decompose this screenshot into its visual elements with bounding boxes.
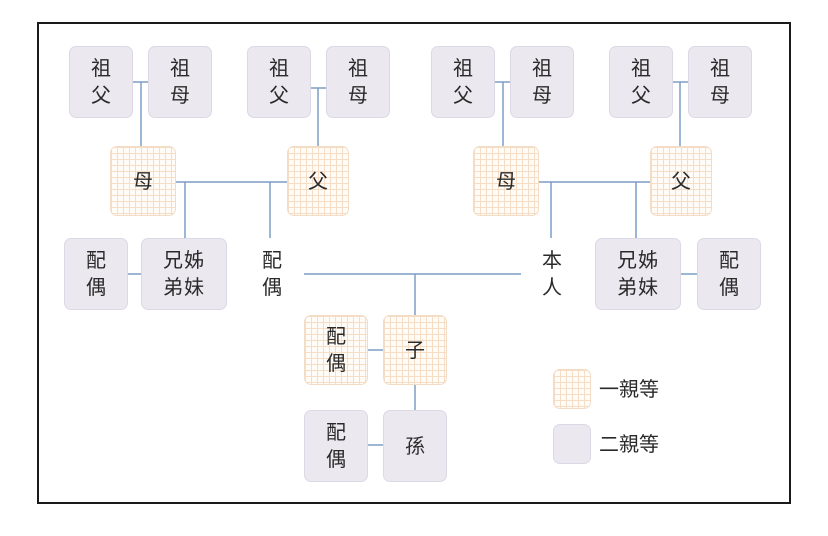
node-label: 父 — [308, 168, 328, 193]
grandfather-node: 祖 父 — [247, 46, 311, 118]
grandfather-node: 祖 父 — [609, 46, 673, 118]
legend-swatch-first-degree — [553, 369, 591, 409]
node-label: 配 偶 — [326, 420, 346, 471]
legend-swatch-second-degree — [553, 424, 591, 464]
node-label: 祖 父 — [631, 56, 651, 107]
node-label: 祖 父 — [91, 56, 111, 107]
mother-node: 母 — [110, 146, 176, 216]
node-label: 祖 母 — [710, 56, 730, 107]
node-label: 本 人 — [542, 248, 562, 299]
grandmother-node: 祖 母 — [688, 46, 752, 118]
node-label: 祖 母 — [532, 56, 552, 107]
grandfather-node: 祖 父 — [69, 46, 133, 118]
legend-label-first-degree: 一親等 — [599, 377, 659, 401]
node-label: 配 偶 — [86, 248, 106, 299]
node-label: 子 — [405, 337, 425, 362]
node-label: 母 — [496, 168, 516, 193]
node-label: 孫 — [405, 433, 425, 458]
node-label: 祖 父 — [269, 56, 289, 107]
child-spouse-node: 配 偶 — [304, 315, 368, 385]
sibling-spouse-node: 配 偶 — [64, 238, 128, 310]
node-label: 兄姊 弟妹 — [163, 248, 205, 299]
grandchild-node: 孫 — [383, 410, 447, 482]
grandfather-node: 祖 父 — [431, 46, 495, 118]
node-label: 配 偶 — [719, 248, 739, 299]
grandmother-node: 祖 母 — [148, 46, 212, 118]
siblings-node: 兄姊 弟妹 — [595, 238, 681, 310]
sibling-spouse-node: 配 偶 — [697, 238, 761, 310]
grandchild-spouse-node: 配 偶 — [304, 410, 368, 482]
self-node: 本 人 — [521, 238, 583, 310]
father-node: 父 — [287, 146, 349, 216]
grandmother-node: 祖 母 — [510, 46, 574, 118]
mother-node: 母 — [473, 146, 539, 216]
node-label: 祖 母 — [348, 56, 368, 107]
node-label: 祖 父 — [453, 56, 473, 107]
node-label: 父 — [671, 168, 691, 193]
node-label: 配 偶 — [262, 248, 282, 299]
siblings-node: 兄姊 弟妹 — [141, 238, 227, 310]
child-node: 子 — [383, 315, 447, 385]
grandmother-node: 祖 母 — [326, 46, 390, 118]
node-label: 配 偶 — [326, 324, 346, 375]
spouse-node: 配 偶 — [240, 238, 304, 310]
node-label: 母 — [133, 168, 153, 193]
legend-label-second-degree: 二親等 — [599, 432, 659, 456]
node-label: 祖 母 — [170, 56, 190, 107]
father-node: 父 — [650, 146, 712, 216]
node-label: 兄姊 弟妹 — [617, 248, 659, 299]
